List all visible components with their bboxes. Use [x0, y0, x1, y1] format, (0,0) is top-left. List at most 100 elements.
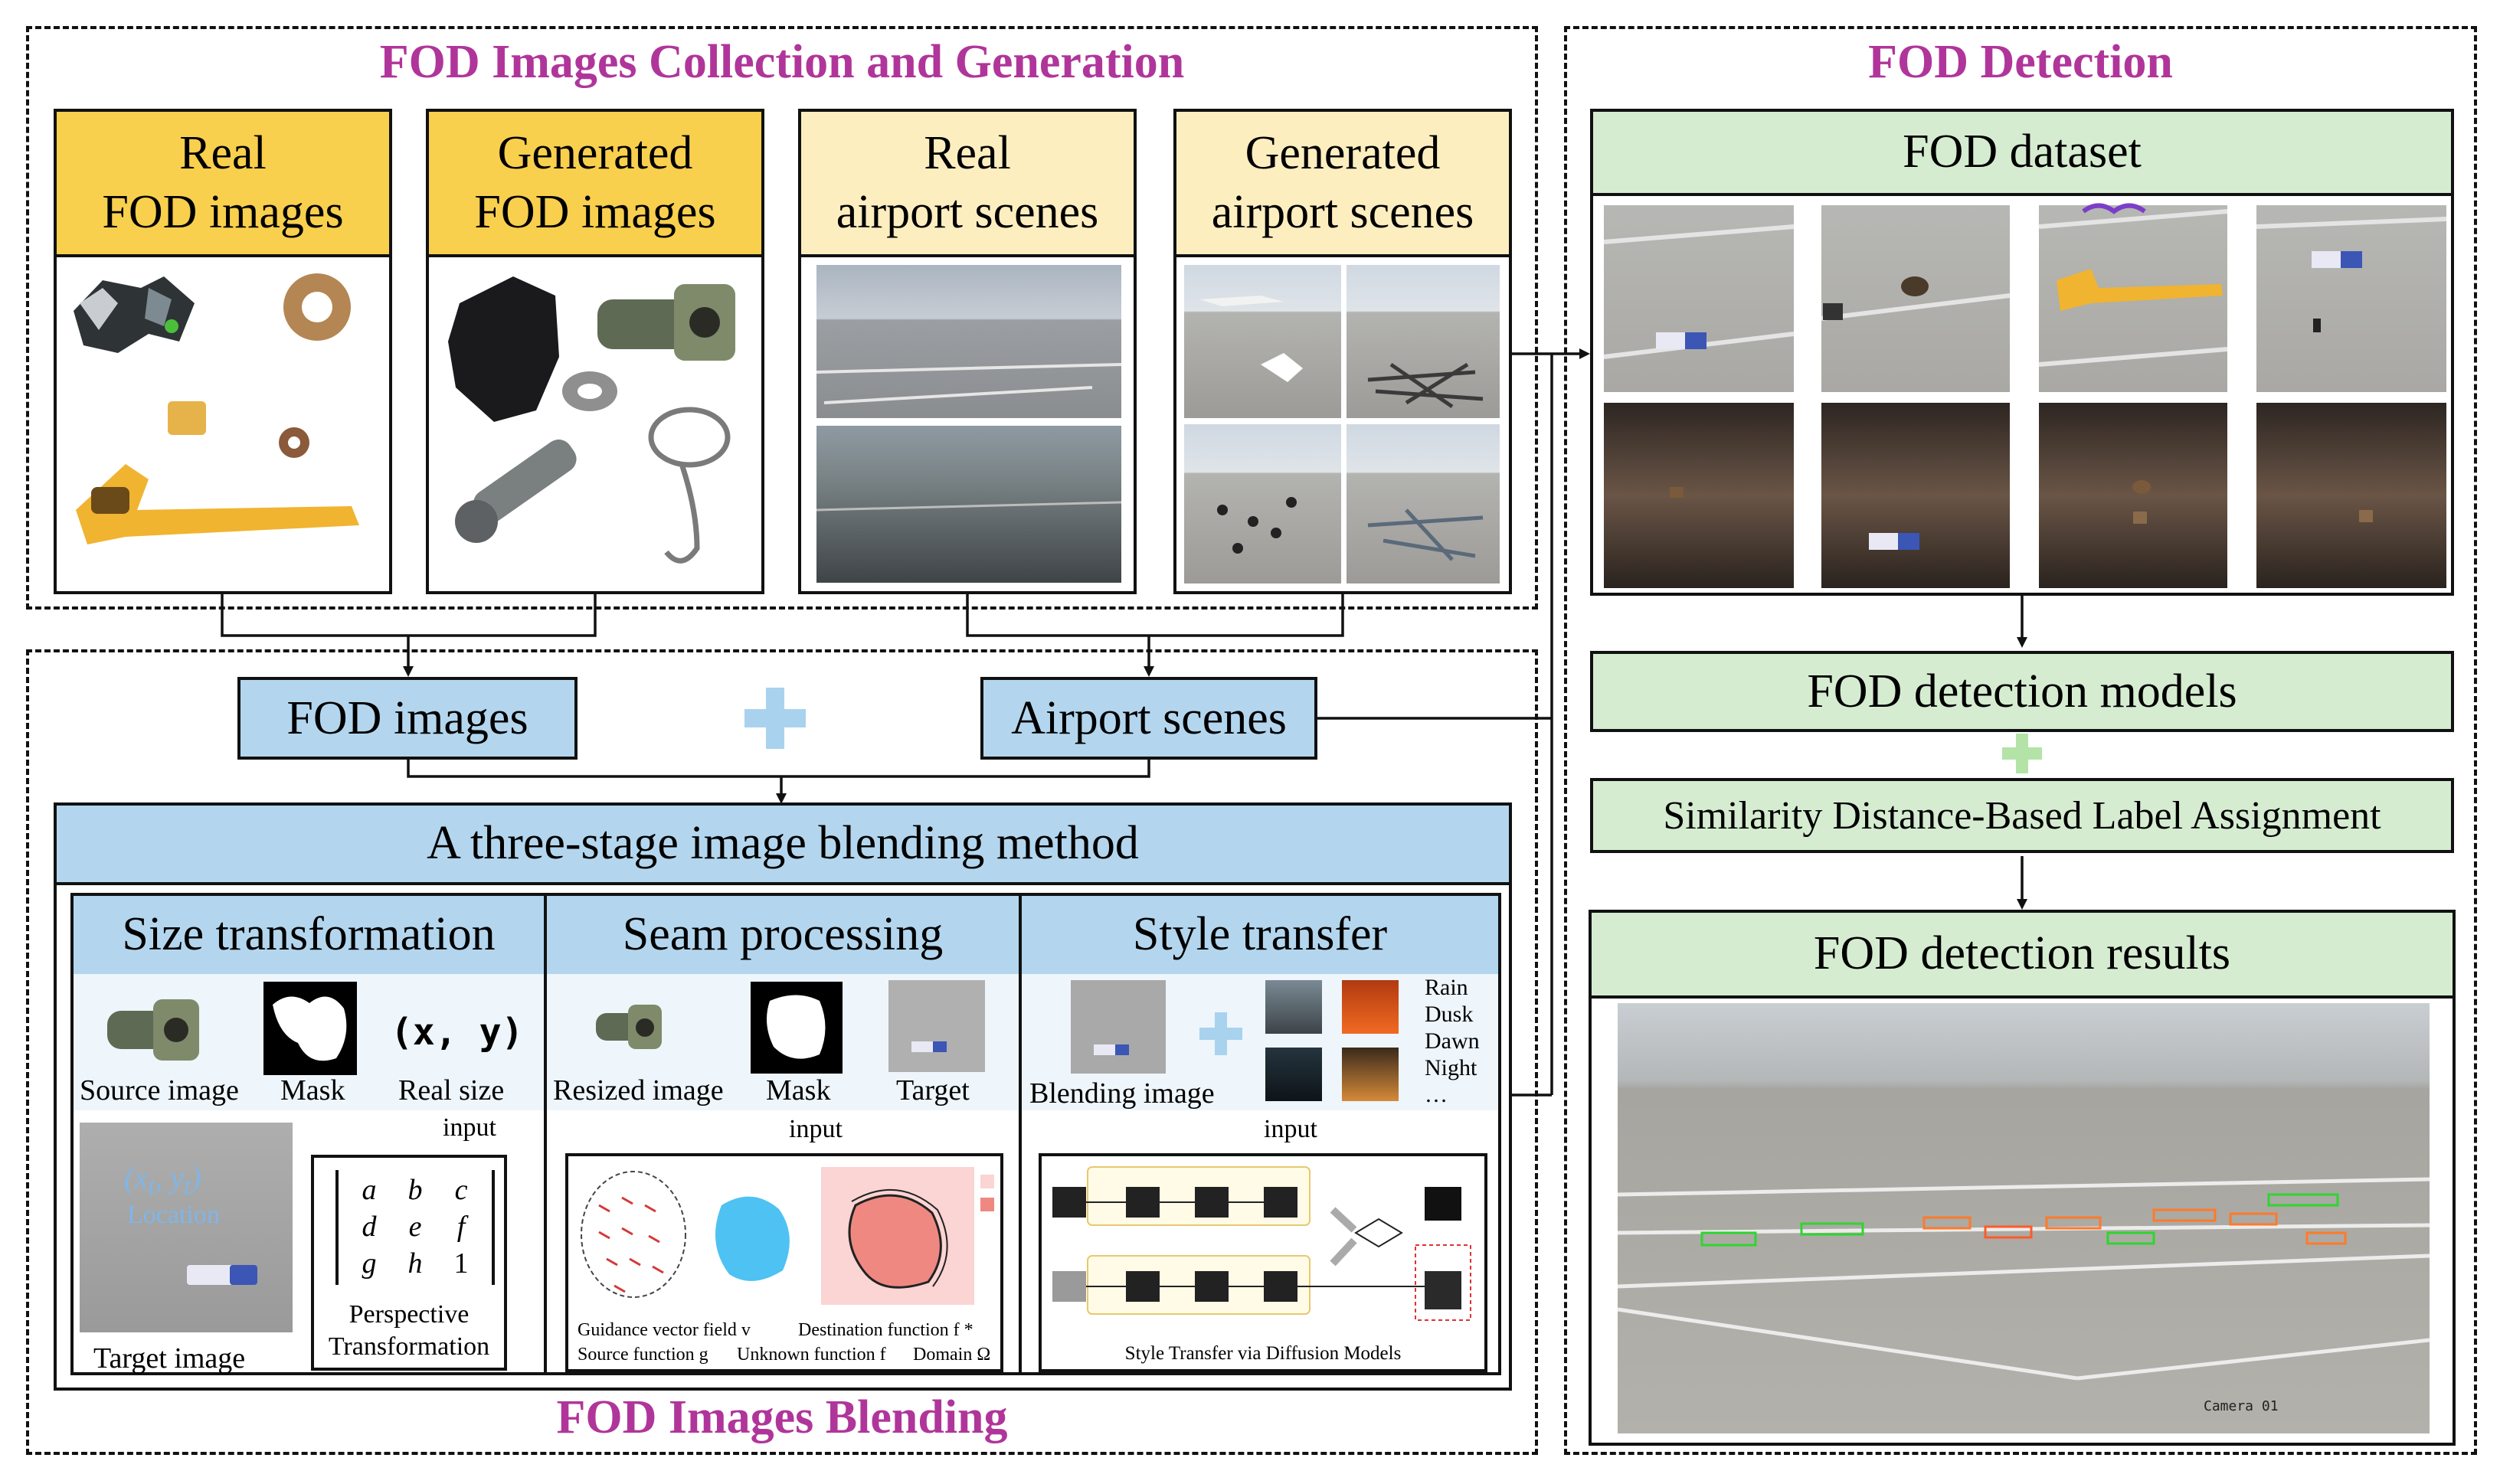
real-airport-line1: Real — [924, 126, 1011, 179]
collection-section — [26, 26, 1538, 610]
results-panel: FOD detection results Camera 01 — [1589, 910, 2456, 1446]
dataset-panel: FOD dataset — [1590, 109, 2454, 596]
dataset-night-2 — [1821, 403, 2010, 588]
real-size-label: Real size — [398, 1074, 505, 1106]
real-fod-objects — [74, 273, 359, 544]
matrix-a: a — [362, 1174, 377, 1206]
generated-fod-header: Generated FOD images — [429, 112, 761, 257]
condition-dawn: Dawn — [1425, 1028, 1480, 1054]
transformation-label: Transformation — [328, 1332, 490, 1361]
gen-scene-3 — [1184, 424, 1341, 583]
generated-fod-objects — [448, 276, 735, 564]
label-assignment-box: Similarity Distance-Based Label Assignme… — [1590, 778, 2454, 853]
results-image: Camera 01 — [1618, 1003, 2430, 1433]
spring-clip-image — [648, 407, 731, 564]
poisson-diagrams — [581, 1167, 994, 1305]
stage-size-header: Size transformation — [74, 896, 544, 977]
matrix-b: b — [407, 1174, 423, 1206]
real-airport-header: Real airport scenes — [801, 112, 1134, 257]
generated-airport-line1: Generated — [1245, 126, 1441, 179]
style-night-thumb — [1342, 1048, 1399, 1101]
matrix-e: e — [408, 1211, 422, 1243]
source-image-label: Source image — [80, 1074, 239, 1106]
dataset-day-4 — [2256, 205, 2446, 392]
real-size-xy: (x, y) — [391, 1011, 524, 1054]
source-fn-label: Source function g — [578, 1345, 708, 1365]
real-airport-panel: Real airport scenes — [798, 109, 1137, 594]
source-image-icon — [107, 999, 199, 1061]
blending-title: FOD Images Blending — [556, 1391, 1008, 1443]
fod-images-box: FOD images — [237, 677, 578, 760]
gen-scene-4 — [1347, 424, 1500, 583]
condition-dusk: Dusk — [1425, 1002, 1474, 1027]
yellow-handle-image — [76, 464, 359, 544]
detection-section — [1564, 26, 2477, 1455]
bolt-image — [597, 284, 735, 361]
condition-rain: Rain — [1425, 975, 1468, 1000]
perspective-label: Perspective — [348, 1300, 470, 1329]
blending-image-thumb — [1071, 980, 1166, 1074]
real-airport-line2: airport scenes — [836, 186, 1099, 238]
seam-target-label: Target — [896, 1074, 970, 1106]
resized-image-icon — [596, 1005, 662, 1049]
stage-style-header: Style transfer — [1022, 896, 1498, 977]
rock-image — [448, 276, 559, 422]
blending-section — [26, 649, 1538, 1455]
real-fod-line2: FOD images — [102, 186, 344, 238]
size-input-label: input — [443, 1113, 496, 1142]
condition-more: … — [1425, 1082, 1448, 1107]
detection-title: FOD Detection — [1868, 36, 2173, 88]
gen-scene-1 — [1184, 265, 1341, 418]
generated-airport-panel: Generated airport scenes — [1173, 109, 1512, 594]
poisson-box: Guidance vector field v Source function … — [565, 1153, 1003, 1372]
dataset-night-4 — [2256, 403, 2446, 588]
airport-scenes-box: Airport scenes — [980, 677, 1317, 760]
dataset-header: FOD dataset — [1593, 112, 2451, 196]
diffusion-box: Style Transfer via Diffusion Models — [1039, 1153, 1487, 1372]
real-fod-panel: Real FOD images — [54, 109, 392, 594]
destination-fn-label: Destination function f * — [798, 1320, 973, 1340]
style-plus-icon — [1199, 1012, 1242, 1055]
dataset-night-3 — [2039, 403, 2227, 588]
mask-icon — [263, 982, 357, 1075]
stage-seam-header: Seam processing — [547, 896, 1019, 977]
generated-fod-panel: Generated FOD images — [426, 109, 764, 594]
results-header: FOD detection results — [1592, 913, 2453, 999]
generated-airport-images — [1184, 265, 1500, 583]
method-header: A three-stage image blending method — [57, 806, 1509, 885]
real-fod-line1: Real — [179, 126, 267, 179]
plus-icon — [744, 688, 806, 749]
real-airport-images — [816, 265, 1122, 583]
perspective-matrix: a b c d e f g h 1 — [335, 1170, 495, 1285]
green-plus-icon — [2002, 734, 2042, 773]
target-image-label: Target image — [93, 1342, 246, 1374]
crushed-can-image — [74, 276, 195, 353]
matrix-f: f — [456, 1211, 466, 1243]
domain-label: Domain Ω — [913, 1345, 991, 1365]
seam-target-thumb — [888, 980, 985, 1072]
screw-image — [455, 440, 577, 543]
condition-night: Night — [1425, 1055, 1477, 1080]
diffusion-caption: Style Transfer via Diffusion Models — [1124, 1343, 1402, 1364]
generated-airport-line2: airport scenes — [1211, 186, 1474, 238]
style-input-label: input — [1264, 1115, 1317, 1143]
real-scene-1 — [816, 265, 1121, 418]
resized-image-label: Resized image — [553, 1074, 724, 1106]
style-rain-thumb — [1265, 980, 1322, 1034]
location-label: Location — [127, 1201, 220, 1229]
small-nut-image — [168, 401, 206, 435]
matrix-1: 1 — [453, 1247, 469, 1280]
detection-models-box: FOD detection models — [1590, 651, 2454, 732]
seam-input-label: input — [789, 1115, 843, 1143]
style-conditions: Rain Dusk Dawn Night … — [1425, 974, 1480, 1108]
matrix-c: c — [454, 1174, 468, 1206]
target-image-thumb: (xt, yt) Location — [80, 1123, 293, 1332]
generated-fod-line1: Generated — [497, 126, 693, 179]
seam-mask-icon — [751, 982, 843, 1074]
seam-mask-label: Mask — [766, 1074, 831, 1106]
diffusion-diagram — [1052, 1166, 1471, 1321]
style-dawn-thumb — [1265, 1048, 1322, 1101]
camera-label: Camera 01 — [2204, 1398, 2279, 1414]
location-xy: (xt, yt) — [124, 1160, 201, 1201]
unknown-fn-label: Unknown function f — [737, 1345, 886, 1365]
